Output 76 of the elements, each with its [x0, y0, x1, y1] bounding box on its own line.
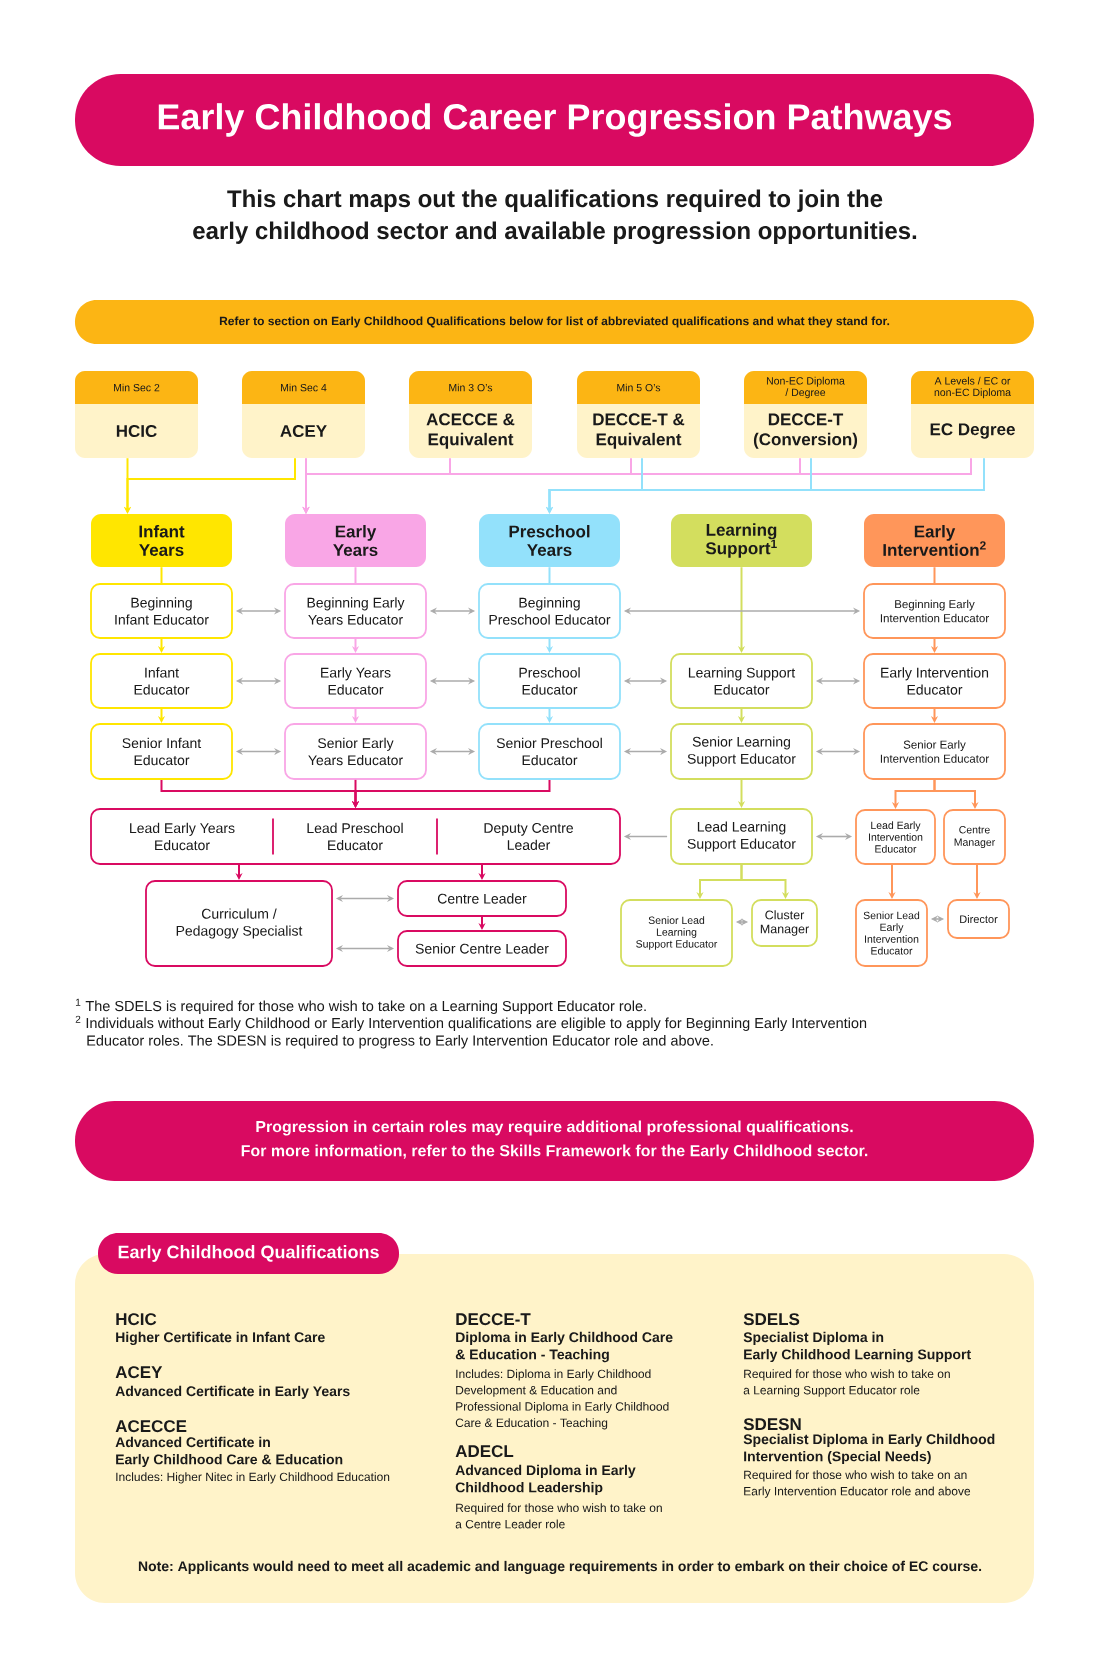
subtitle: This chart maps out the qualifications required to join the early childhood sector and available progression opportunities.: [193, 189, 917, 245]
role-box: Senior Lead Early Intervention Educator: [855, 899, 928, 967]
qualification-box: Min Sec 2 HCIC: [75, 371, 198, 458]
requirement-tab: Min 5 O’s: [577, 371, 700, 404]
role-box: Early Intervention Educator: [863, 653, 1006, 709]
requirement-tab: A Levels / EC or non-EC Diploma: [911, 371, 1034, 404]
role-box: Beginning Infant Educator: [90, 583, 233, 639]
role-box: Senior Centre Leader: [397, 930, 567, 967]
role-box: Director: [947, 899, 1010, 939]
footnote: $^{1}$ The SDELS is required for those who wish to take on a Learning Support Educator role.: [75, 998, 646, 1014]
category-header: Learning Support$^{1}$: [671, 514, 812, 567]
role-title: Lead Preschool Educator: [307, 822, 403, 851]
role-box: Senior Infant Educator: [90, 723, 233, 780]
qualification-code: ACEY: [115, 1366, 163, 1379]
footnote: $^{2}$ Individuals without Early Childhood or Early Intervention qualifications are eligible to apply for Beginning Early Intervention Educator roles. The SDESN is required to progress to Early Intervention Educator role and above.: [75, 1015, 867, 1049]
qualification-code: HCIC: [116, 1313, 157, 1326]
qualification-name: Advanced Certificate in Early Childhood Care & Education: [115, 1436, 343, 1468]
role-box: Beginning Preschool Educator: [478, 583, 621, 639]
qualification-name: Specialist Diploma in Early Childhood Learning Support: [743, 1331, 971, 1363]
category-header: Early Intervention$^{2}$: [864, 514, 1005, 567]
connector-line: [933, 566, 936, 585]
connector-line: [548, 566, 551, 585]
role-box: Preschool Educator: [478, 653, 621, 709]
role-box: Centre Leader: [397, 880, 567, 917]
qualification-box: Min 5 O’s DECCE-T & Equivalent: [577, 371, 700, 458]
requirement-tab: Min Sec 2: [75, 371, 198, 404]
role-box: Senior Early Years Educator: [284, 723, 427, 780]
qualification-code: ACECCE: [115, 1420, 187, 1433]
qualification-detail: Required for those who wish to take on an Early Intervention Educator role and above: [744, 1470, 971, 1498]
connector-line: [160, 566, 163, 585]
info-banner: Refer to section on Early Childhood Qualifications below for list of abbreviated qualifications and what they stand for.: [75, 300, 1034, 344]
qualification-detail: Required for those who wish to take on a Centre Leader role: [455, 1503, 662, 1529]
role-box: Lead Early Intervention Educator: [855, 809, 936, 865]
title-banner: Early Childhood Career Progression Pathways: [75, 74, 1034, 166]
qualification-box: Non-EC Diploma / Degree DECCE-T (Conversion): [744, 371, 867, 458]
role-box: Centre Manager: [943, 809, 1006, 865]
qualification-box: A Levels / EC or non-EC Diploma EC Degree: [911, 371, 1034, 458]
qualification-name: Diploma in Early Childhood Care & Education - Teaching: [455, 1331, 673, 1363]
category-header: Early Years: [285, 514, 426, 567]
role-box: Cluster Manager: [751, 899, 818, 947]
role-box: Curriculum / Pedagogy Specialist: [145, 880, 333, 967]
qualification-name: Advanced Diploma in Early Childhood Leadership: [455, 1464, 636, 1496]
role-title: Lead Early Years Educator: [130, 822, 235, 851]
info-banner: Progression in certain roles may require additional professional qualifications. For more information, refer to the Skills Framework for the Early Childhood sector.: [75, 1101, 1034, 1181]
requirement-tab: Min 3 O’s: [409, 371, 532, 404]
qualification-detail: Includes: Higher Nitec in Early Childhood Education: [116, 1472, 390, 1484]
qualification-box: Min Sec 4 ACEY: [242, 371, 365, 458]
role-box: Beginning Early Intervention Educator: [863, 583, 1006, 639]
role-box: Senior Lead Learning Support Educator: [620, 899, 733, 967]
note: Note: Applicants would need to meet all academic and language requirements in order to embark on their choice of EC course.: [138, 1560, 982, 1574]
section-tab: Early Childhood Qualifications: [98, 1233, 399, 1274]
role-box: Beginning Early Years Educator: [284, 583, 427, 639]
role-box: Senior Preschool Educator: [478, 723, 621, 780]
requirement-tab: Non-EC Diploma / Degree: [744, 371, 867, 404]
category-header: Preschool Years: [479, 514, 620, 567]
role-box: Learning Support Educator: [670, 653, 813, 709]
connector-line: [354, 566, 357, 585]
qualification-detail: Includes: Diploma in Early Childhood Development & Education and Professional Diploma in Early Childhood Care & Education - Teaching: [455, 1369, 669, 1430]
role-title: Deputy Centre Leader: [484, 823, 573, 850]
qualification-detail: Required for those who wish to take on a Learning Support Educator role: [743, 1369, 950, 1397]
role-group-box: [90, 808, 621, 865]
qualification-code: ADECL: [455, 1445, 514, 1458]
qualification-box: Min 3 O’s ACECCE & Equivalent: [409, 371, 532, 458]
role-box: Infant Educator: [90, 653, 233, 709]
qualification-code: DECCE-T: [456, 1313, 531, 1326]
qualification-code: SDELS: [743, 1313, 800, 1326]
qualification-name: Advanced Certificate in Early Years: [115, 1385, 350, 1399]
qualification-code: SDESN: [743, 1418, 801, 1431]
role-box: Senior Learning Support Educator: [670, 723, 813, 780]
role-box: Senior Early Intervention Educator: [863, 723, 1006, 780]
role-box: Lead Learning Support Educator: [670, 808, 813, 865]
category-header: Infant Years: [91, 514, 232, 567]
requirement-tab: Min Sec 4: [242, 371, 365, 404]
role-box: Early Years Educator: [284, 653, 427, 709]
qualification-name: Specialist Diploma in Early Childhood Intervention (Special Needs): [743, 1433, 995, 1465]
qualification-name: Higher Certificate in Infant Care: [116, 1331, 325, 1345]
